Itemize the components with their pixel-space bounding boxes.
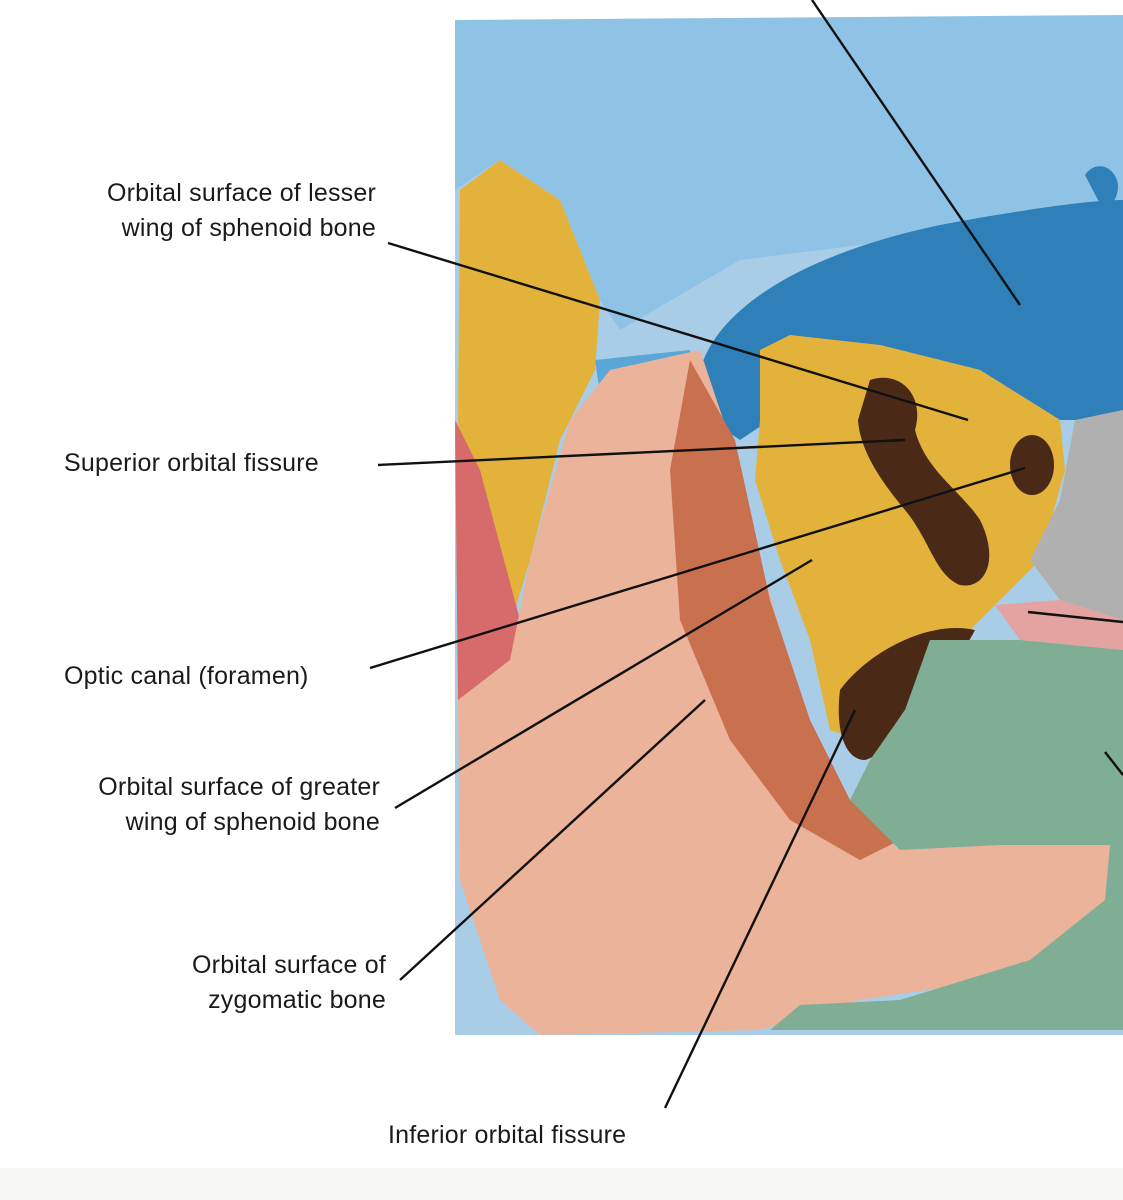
leader-line-greater-wing	[394, 558, 813, 810]
leader-line-zygomatic	[399, 699, 706, 981]
lacrimal-region	[455, 420, 520, 700]
frontal-bone-orbital-plate	[700, 200, 1123, 440]
frontal-bone-notch	[1085, 166, 1118, 205]
superior-orbital-fissure	[858, 377, 990, 586]
sphenoid-greater-wing	[755, 335, 1065, 740]
label-inferior-orbital-fissure: Inferior orbital fissure	[388, 1121, 627, 1149]
label-superior-orbital-fissure: Superior orbital fissure	[64, 449, 319, 477]
optic-canal	[1010, 435, 1054, 495]
zygomatic-inner-shade	[670, 360, 900, 860]
leader-line-optic-canal	[369, 466, 1026, 670]
leader-line-lesser-wing	[387, 241, 969, 422]
leader-line-right-lower	[1027, 610, 1123, 624]
label-lesser-wing: Orbital surface of lesser wing of spheno…	[107, 179, 376, 242]
ethmoid-bone	[1030, 410, 1123, 620]
label-optic-canal: Optic canal (foramen)	[64, 662, 309, 690]
lacrimal-small	[995, 600, 1123, 650]
sphenoid-left-strip	[458, 160, 600, 610]
label-zygomatic: Orbital surface of zygomatic bone	[192, 951, 386, 1014]
label-greater-wing: Orbital surface of greater wing of sphen…	[98, 773, 380, 836]
leader-line-right-bottom	[1104, 751, 1123, 776]
maxilla-bone	[770, 640, 1123, 1030]
bottom-strip	[0, 1168, 1123, 1200]
leader-line-superior-fissure	[377, 438, 906, 467]
leader-line-inferior-fissure	[663, 709, 857, 1109]
leader-line-top	[811, 0, 1021, 306]
